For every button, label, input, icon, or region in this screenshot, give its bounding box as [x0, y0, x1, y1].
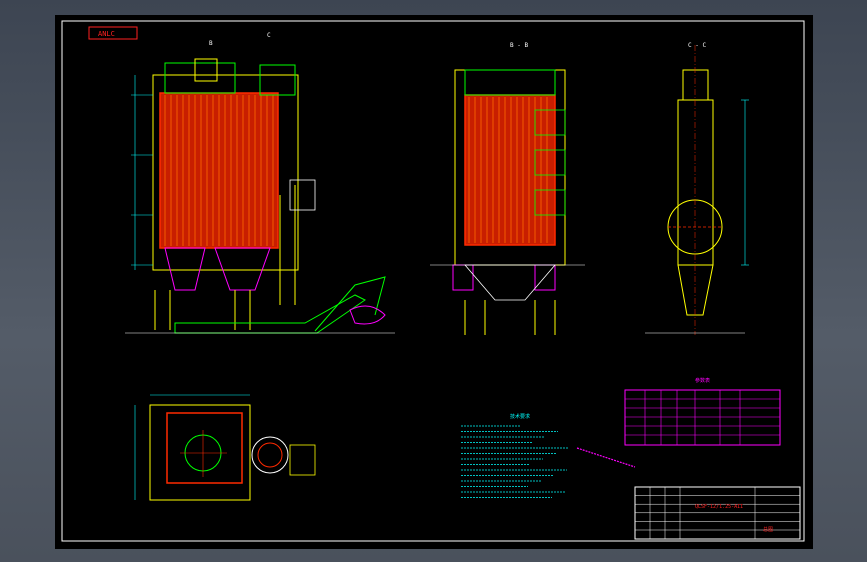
side-view: B - B — [430, 42, 585, 335]
title-block: QLSF-12/1.25-AII 总图 — [634, 486, 801, 540]
parameter-table: 参数表 — [576, 377, 781, 468]
notes-title: 技术要求 — [510, 413, 530, 420]
drawing-code: QLSF-12/1.25-AII — [695, 504, 743, 510]
right-view: C - C — [645, 42, 749, 335]
front-view: B C — [125, 32, 395, 334]
stamp-box — [88, 26, 138, 40]
drawing-name: 总图 — [763, 526, 773, 533]
side-view-title: B - B — [510, 42, 528, 49]
sheet-frame — [61, 20, 805, 542]
stamp-label: ANLC — [98, 30, 115, 38]
front-section-label-c: C — [267, 32, 271, 39]
technical-notes: 技术要求 — [461, 413, 569, 498]
boiler-assembly-drawing: ANLC — [61, 20, 805, 542]
front-section-label-b: B — [209, 40, 213, 47]
right-view-title: C - C — [688, 42, 706, 49]
drawing-canvas[interactable]: ANLC — [55, 15, 813, 549]
table-title: 参数表 — [695, 377, 710, 384]
plan-view — [134, 394, 316, 501]
